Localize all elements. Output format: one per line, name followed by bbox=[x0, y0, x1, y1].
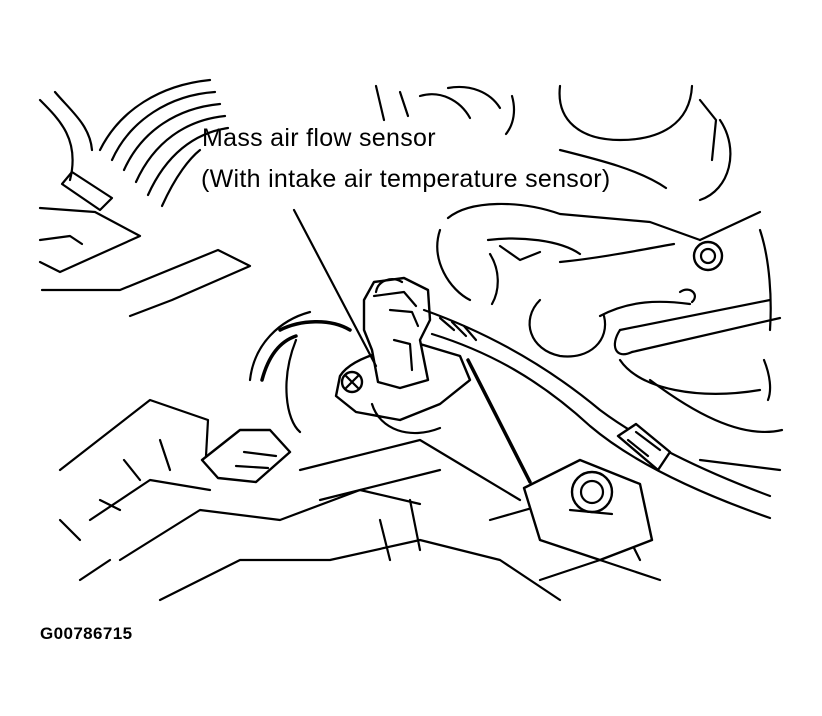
air-intake-duct bbox=[38, 78, 252, 318]
callout-leader-line bbox=[292, 208, 378, 368]
upper-engine-components bbox=[374, 84, 732, 202]
mounting-bracket-bolt bbox=[522, 458, 654, 562]
intake-hose-clamp bbox=[200, 310, 352, 484]
wiring-harness-hose bbox=[422, 308, 772, 520]
mass-air-flow-sensor-drawing bbox=[334, 276, 472, 435]
right-side-assembly bbox=[436, 202, 784, 472]
figure-id-code: G00786715 bbox=[40, 624, 133, 643]
callout-label-intake-air-temperature-note: (With intake air temperature sensor) bbox=[201, 165, 611, 193]
callout-label-mass-air-flow-sensor: Mass air flow sensor bbox=[202, 124, 436, 152]
harness-drop-line bbox=[466, 358, 532, 484]
